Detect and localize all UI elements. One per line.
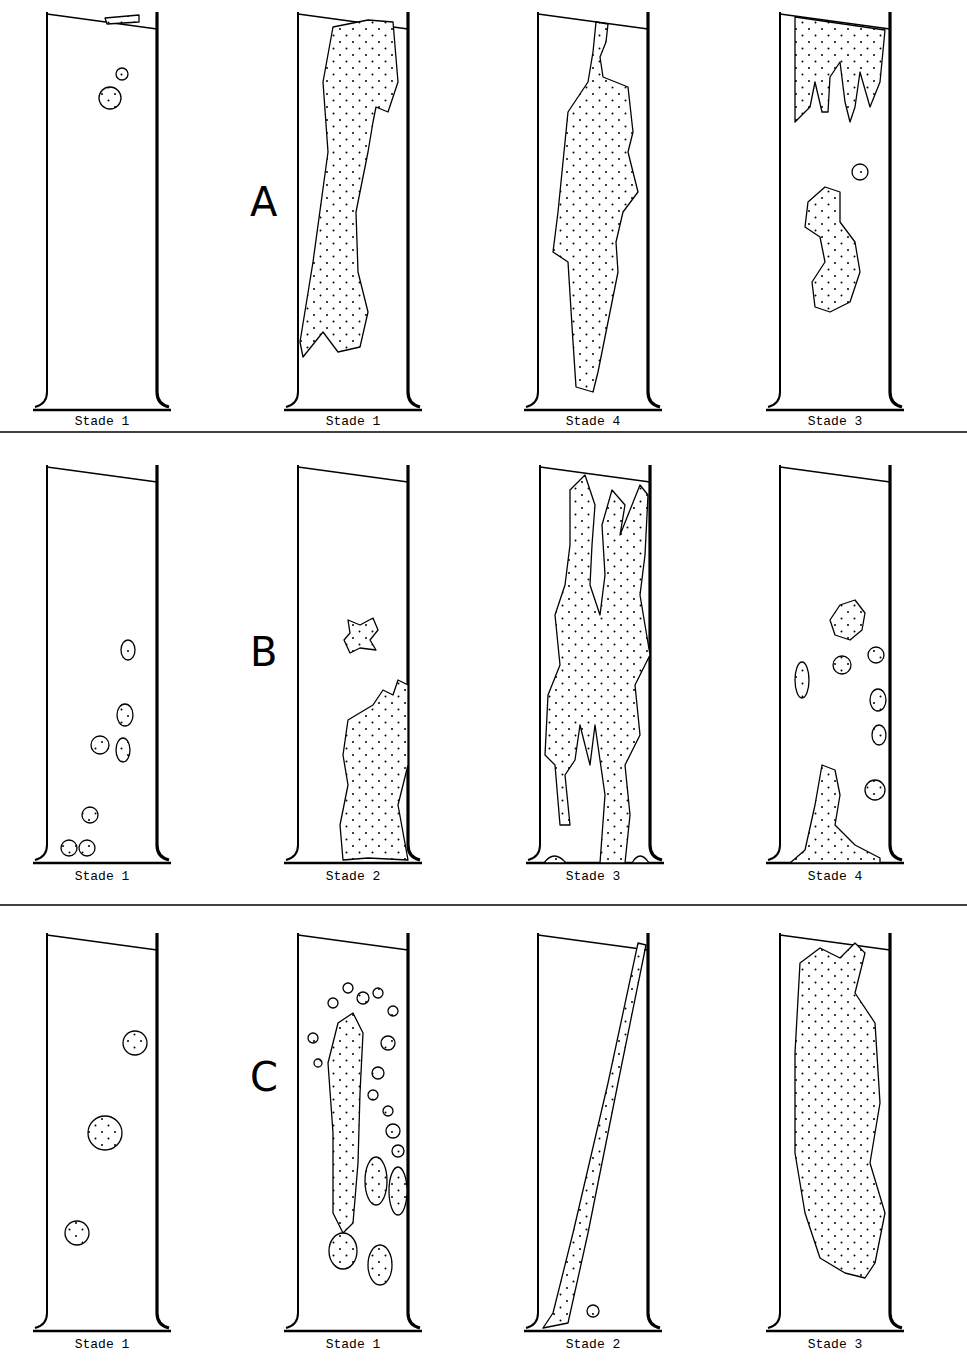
section-outline xyxy=(284,465,422,863)
stippled-zone xyxy=(368,1245,392,1285)
trunk-section xyxy=(284,465,422,863)
stippled-zone xyxy=(830,600,865,640)
trunk-section xyxy=(766,465,904,863)
stippled-zone xyxy=(383,1106,393,1116)
row-letter: B xyxy=(250,630,277,674)
stage-label: Stade 3 xyxy=(566,869,621,884)
stippled-zone xyxy=(344,618,378,653)
stippled-zone xyxy=(868,647,884,663)
stippled-zone xyxy=(372,1067,384,1079)
section-outline xyxy=(524,12,662,410)
stippled-zone xyxy=(343,983,353,993)
stippled-zone xyxy=(805,187,860,312)
stippled-zone xyxy=(365,1157,387,1205)
stage-label: Stade 3 xyxy=(808,1337,863,1352)
stippled-zone xyxy=(368,1090,378,1100)
stippled-zone xyxy=(121,640,135,660)
stippled-zone xyxy=(865,780,885,800)
stippled-zone xyxy=(392,1145,404,1157)
trunk-section xyxy=(766,12,904,410)
stippled-zone xyxy=(544,856,566,863)
stage-label: Stade 1 xyxy=(326,414,381,429)
stippled-zone xyxy=(795,943,885,1278)
separator-line xyxy=(0,904,967,906)
row-letter: A xyxy=(250,180,277,224)
stage-label: Stade 1 xyxy=(326,1337,381,1352)
trunk-section xyxy=(766,933,904,1331)
stippled-zone xyxy=(82,807,98,823)
stippled-zone xyxy=(314,1059,322,1067)
trunk-section xyxy=(33,465,171,863)
stippled-zone xyxy=(852,164,868,180)
trunk-section xyxy=(284,933,422,1331)
stage-label: Stade 1 xyxy=(75,414,130,429)
stippled-zone xyxy=(300,20,398,357)
stippled-zone xyxy=(795,17,885,122)
stippled-zone xyxy=(116,738,130,762)
stage-label: Stade 3 xyxy=(808,414,863,429)
section-outline xyxy=(524,933,662,1331)
section-outline xyxy=(766,12,904,410)
section-outline xyxy=(284,933,422,1331)
trunk-section xyxy=(526,465,664,863)
stippled-zone xyxy=(340,680,408,860)
stippled-zone xyxy=(381,1036,395,1050)
stippled-zone xyxy=(553,22,638,392)
section-outline xyxy=(766,933,904,1331)
stage-label: Stade 1 xyxy=(75,869,130,884)
stippled-zone xyxy=(587,1305,599,1317)
stippled-zone xyxy=(872,725,886,745)
stage-label: Stade 2 xyxy=(326,869,381,884)
stippled-zone xyxy=(65,1221,89,1245)
stage-label: Stade 4 xyxy=(808,869,863,884)
stippled-zone xyxy=(117,704,133,726)
stippled-zone xyxy=(91,736,109,754)
stippled-zone xyxy=(328,1013,363,1233)
section-outline xyxy=(284,12,422,410)
separator-line xyxy=(0,431,967,433)
stippled-zone xyxy=(329,1233,357,1269)
stage-label: Stade 4 xyxy=(566,414,621,429)
stippled-zone xyxy=(388,1006,398,1016)
trunk-section xyxy=(284,12,422,410)
stippled-zone xyxy=(123,1031,147,1055)
row-letter: C xyxy=(250,1055,278,1099)
stippled-zone xyxy=(632,856,649,863)
stippled-zone xyxy=(61,840,77,856)
stippled-zone xyxy=(88,1116,122,1150)
stippled-zone xyxy=(308,1033,318,1043)
section-outline xyxy=(33,933,171,1331)
stippled-zone xyxy=(105,15,139,24)
stippled-zone xyxy=(373,988,383,998)
section-outline xyxy=(766,465,904,863)
trunk-section xyxy=(524,12,662,410)
stippled-zone xyxy=(833,656,851,674)
trunk-section xyxy=(33,12,171,410)
stippled-zone xyxy=(357,992,369,1004)
trunk-section xyxy=(524,933,662,1331)
stippled-zone xyxy=(389,1167,407,1215)
trunk-section xyxy=(33,933,171,1331)
stippled-zone xyxy=(116,68,128,80)
stippled-zone xyxy=(328,998,338,1008)
stippled-zone xyxy=(99,87,121,109)
section-outline xyxy=(33,465,171,863)
stippled-zone xyxy=(543,943,646,1328)
stippled-zone xyxy=(545,475,650,863)
stippled-zone xyxy=(790,765,880,863)
stippled-zone xyxy=(870,689,886,711)
stippled-zone xyxy=(79,840,95,856)
section-outline xyxy=(33,12,171,410)
section-outline xyxy=(526,465,664,863)
stippled-zone xyxy=(386,1124,400,1138)
stage-label: Stade 1 xyxy=(75,1337,130,1352)
stippled-zone xyxy=(795,662,809,698)
stage-label: Stade 2 xyxy=(566,1337,621,1352)
